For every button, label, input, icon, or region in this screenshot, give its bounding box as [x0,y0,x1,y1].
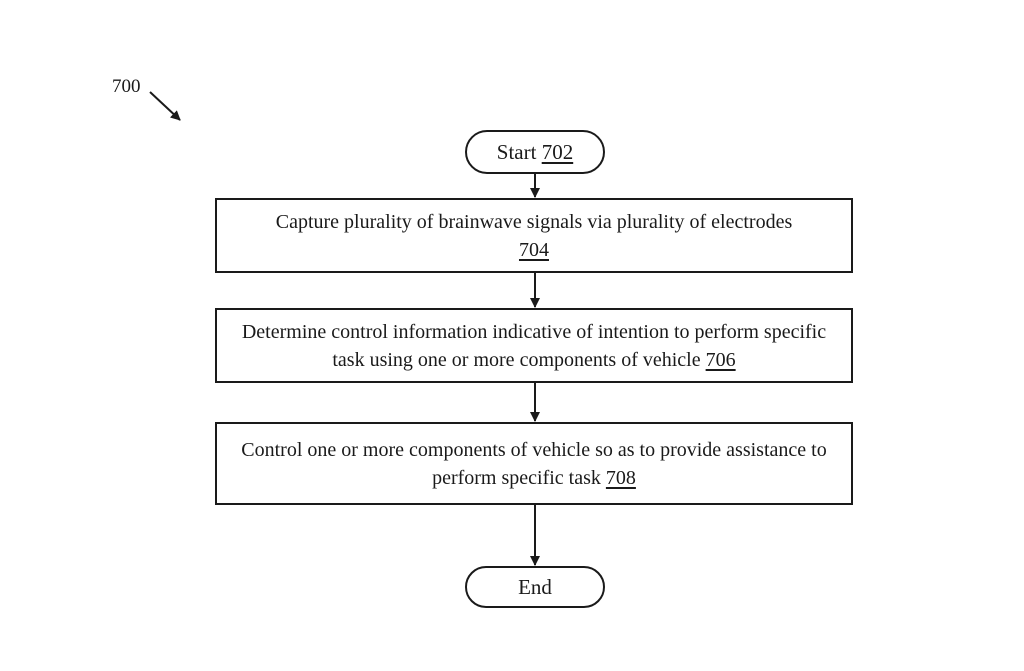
end-node-text: End [518,574,552,599]
step-determine-control-info: Determine control information indicative… [215,308,853,383]
step-capture-signals: Capture plurality of brainwave signals v… [215,198,853,273]
figure-label: 700 [112,76,141,97]
step-control-components-ref: 708 [605,466,636,489]
start-node-text: Start [496,139,537,164]
end-node: End [465,566,605,608]
step-determine-control-info-ref: 706 [705,348,736,371]
start-node-ref: 702 [541,139,574,164]
step-control-components: Control one or more components of vehicl… [215,422,853,505]
figure-label-arrow [149,91,181,121]
start-node: Start 702 [465,130,605,174]
step-determine-control-info-text: Determine control information indicative… [241,320,827,371]
step-control-components-text: Control one or more components of vehicl… [241,438,827,489]
step-capture-signals-text: Capture plurality of brainwave signals v… [275,210,793,233]
step-capture-signals-ref: 704 [518,238,549,261]
